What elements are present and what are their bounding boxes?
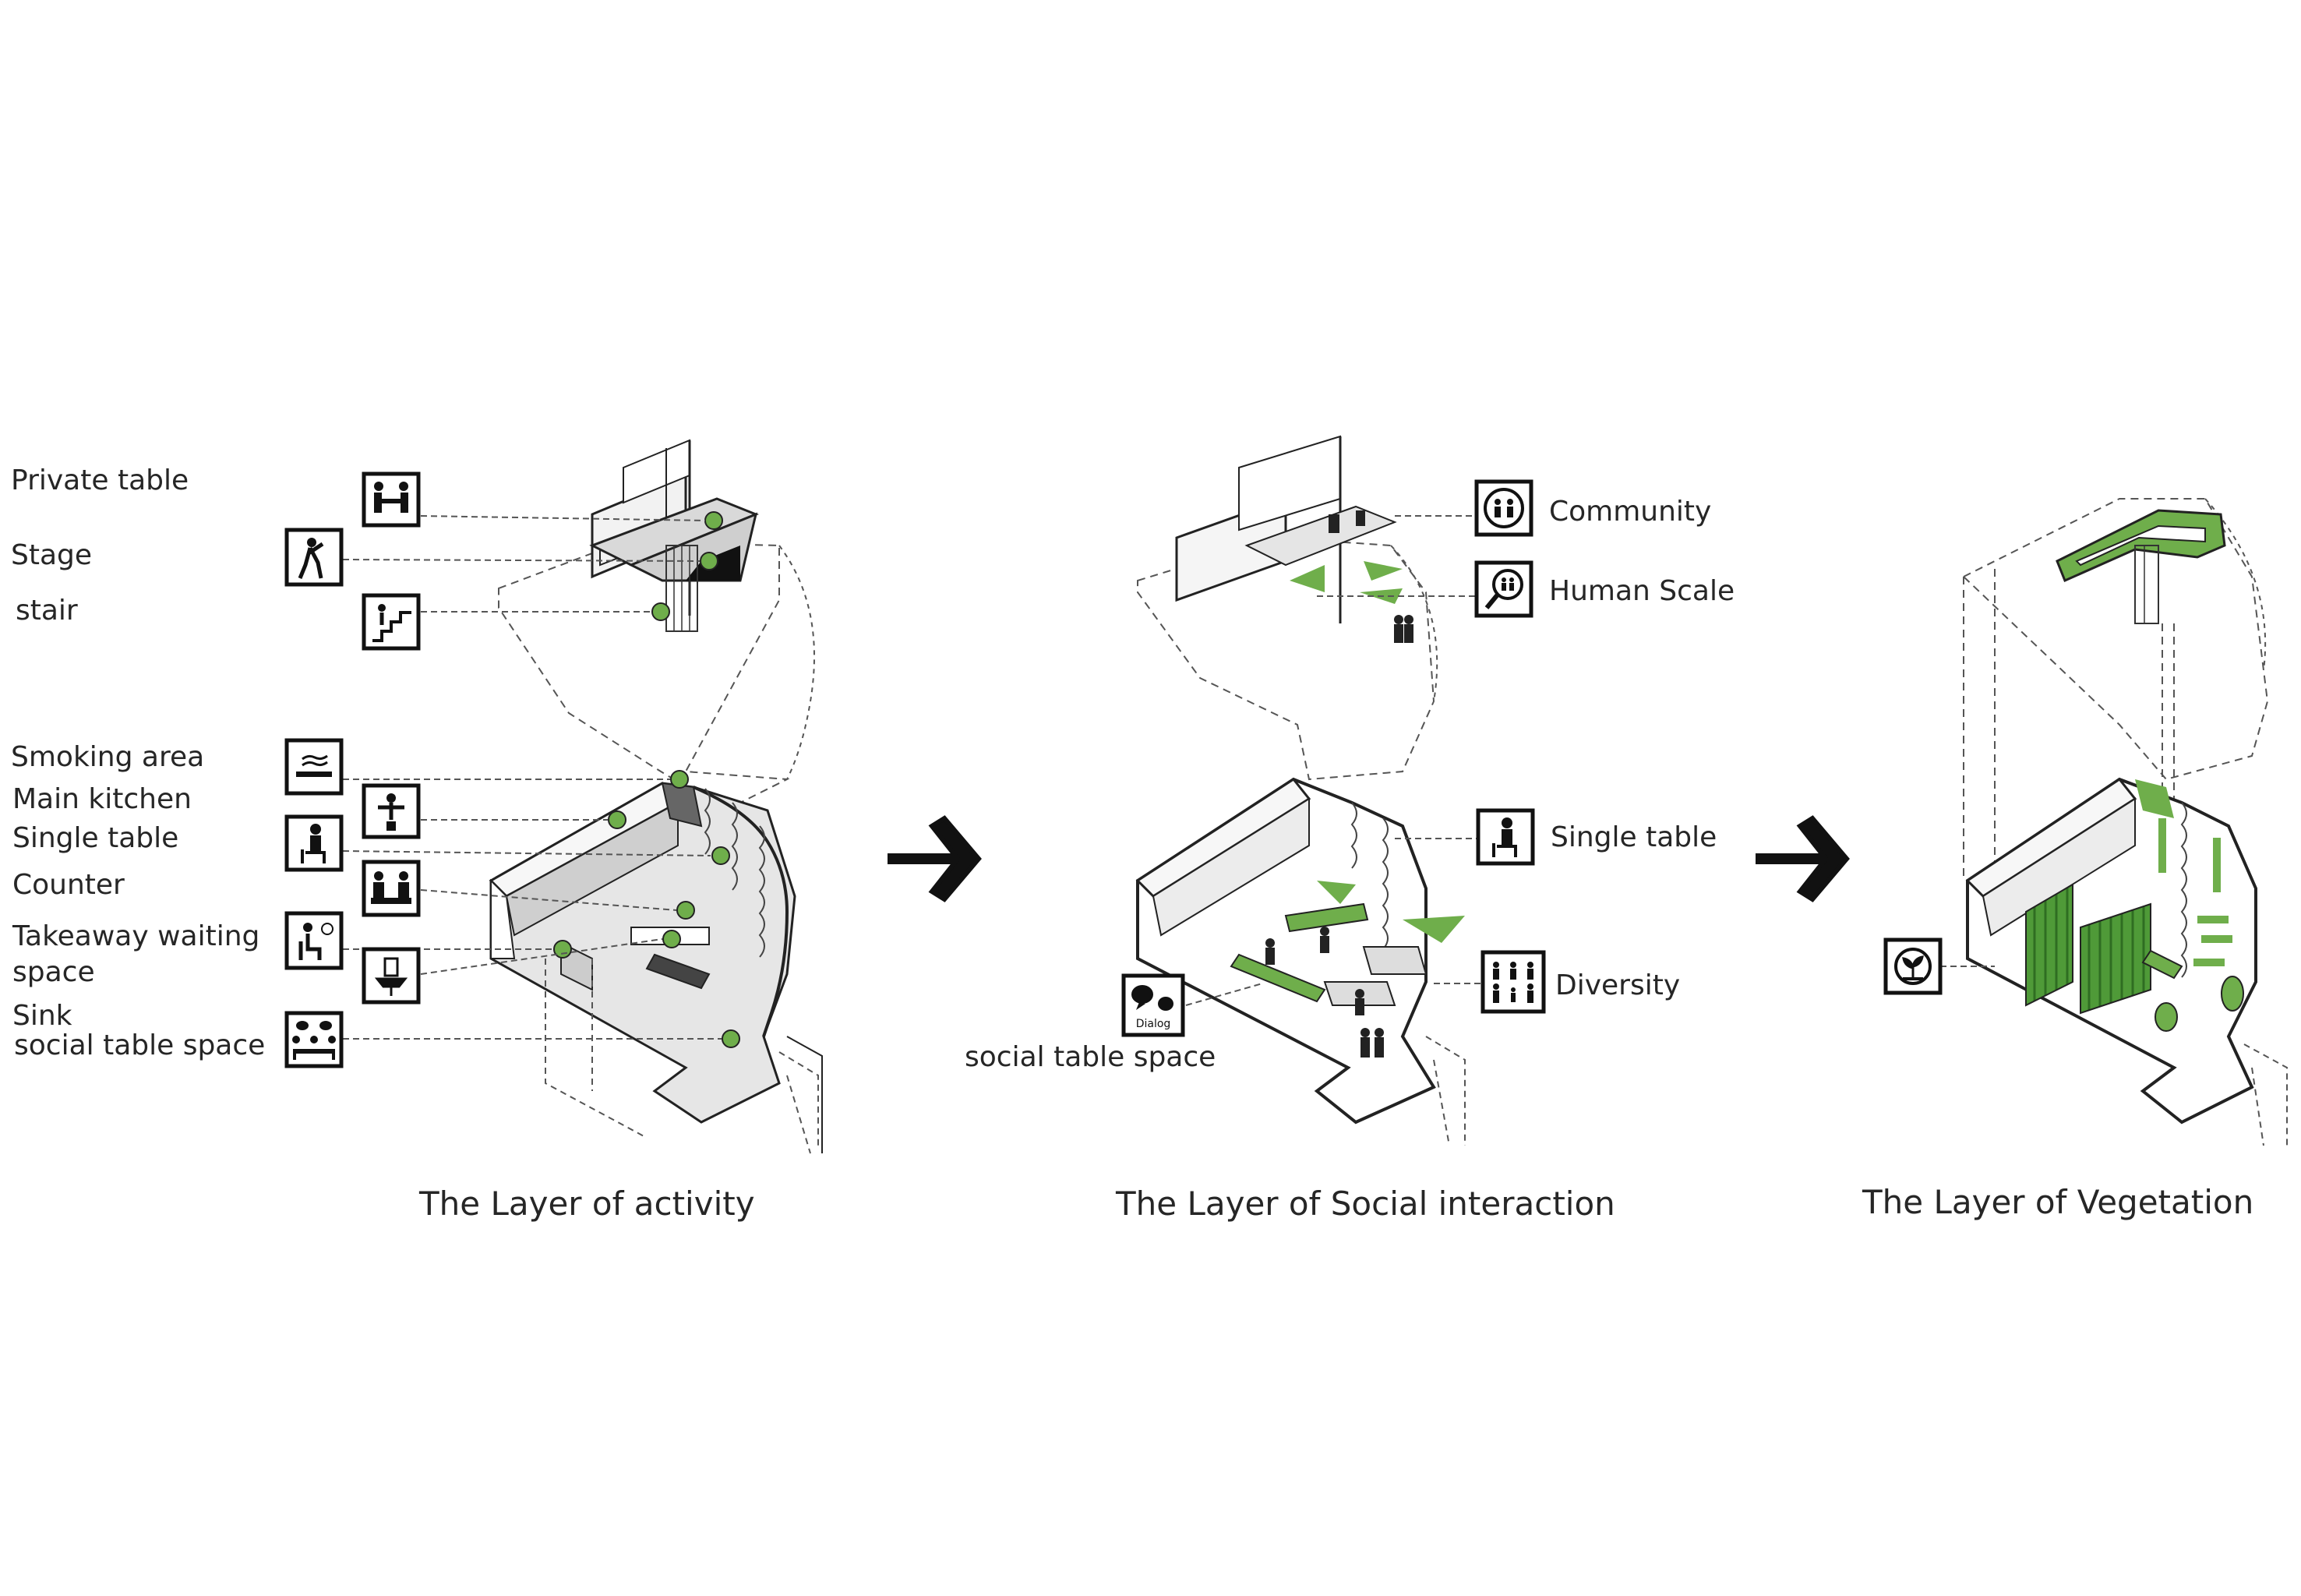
single-table-icon-2 — [1476, 808, 1535, 866]
stage-icon — [284, 528, 344, 587]
label-diversity: Diversity — [1555, 969, 1681, 1001]
label-sink: Sink — [12, 1000, 72, 1032]
activity-axonometric — [342, 439, 823, 1154]
arrow-icon-2 — [1756, 815, 1850, 902]
title-vegetation-layer: The Layer of Vegetation — [1862, 1183, 2254, 1221]
human-scale-icon — [1474, 560, 1533, 618]
label-main-kitchen: Main kitchen — [12, 783, 192, 815]
label-counter: Counter — [12, 869, 125, 901]
label-stair: stair — [16, 595, 78, 627]
plant-icon — [1883, 937, 1943, 995]
label-community: Community — [1549, 496, 1712, 528]
arrow-icon — [888, 815, 982, 902]
social-table-icon — [284, 1011, 344, 1068]
waiting-icon — [284, 911, 344, 970]
label-takeaway-space: space — [12, 956, 95, 988]
dialog-icon-text: Dialog — [1136, 1018, 1171, 1030]
stair-icon — [362, 593, 421, 651]
smoking-icon — [284, 738, 344, 796]
label-single-table-social: Single table — [1551, 821, 1717, 853]
label-smoking-area: Smoking area — [11, 741, 205, 773]
vegetation-axonometric — [1940, 498, 2288, 1146]
single-table-icon — [284, 814, 344, 872]
counter-icon — [362, 860, 421, 917]
social-axonometric — [1135, 435, 1484, 1146]
sink-icon — [362, 947, 421, 1005]
label-takeaway: Takeaway waiting — [12, 920, 260, 952]
title-social-layer: The Layer of Social interaction — [1116, 1185, 1615, 1223]
label-private-table: Private table — [11, 464, 189, 496]
title-activity-layer: The Layer of activity — [419, 1185, 755, 1223]
label-stage: Stage — [11, 539, 93, 571]
label-single-table: Single table — [12, 822, 179, 854]
dialog-icon: Dialog — [1121, 973, 1185, 1037]
community-icon — [1474, 479, 1533, 537]
label-human-scale: Human Scale — [1549, 575, 1735, 607]
private-table-icon — [362, 471, 421, 528]
kitchen-icon — [362, 783, 421, 839]
diversity-icon — [1480, 950, 1546, 1014]
label-social-table-space-2: social table space — [965, 1041, 1216, 1073]
label-social-table-space: social table space — [14, 1029, 266, 1061]
